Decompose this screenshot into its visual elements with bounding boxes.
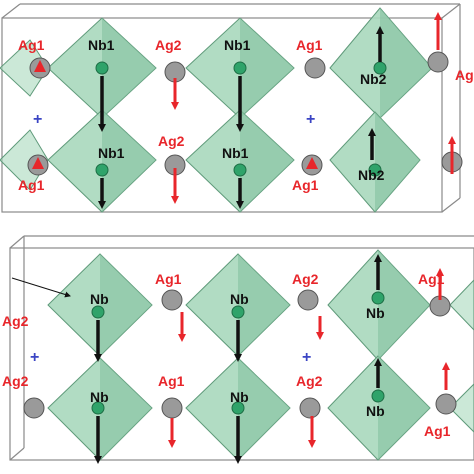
unit-cell-outline	[9, 235, 474, 461]
nb-atom	[233, 61, 247, 75]
nb-atom	[371, 291, 385, 305]
ag-label: Ag2	[158, 133, 185, 149]
ag-label: Ag1	[158, 373, 185, 389]
nb-label: Nb	[366, 403, 385, 419]
ag-label: Ag1	[292, 177, 319, 193]
ag-label: Ag2	[2, 373, 29, 389]
ag-labels: Ag1 Ag2 Ag1 Ag2 Ag2 Ag1 Ag2 Ag1	[2, 271, 451, 439]
octahedron	[449, 383, 474, 433]
nb-atom	[368, 163, 382, 177]
red-triangle-up	[32, 157, 44, 169]
nb-atoms	[95, 61, 387, 177]
ag-atom	[299, 397, 321, 419]
ag-label: Ag1	[18, 37, 45, 53]
nb-label: Nb	[366, 305, 385, 321]
ag-label: Ag	[455, 67, 474, 83]
polarization-arrows	[11, 254, 450, 464]
ag-atom	[304, 57, 326, 79]
nb-labels: Nb Nb Nb Nb Nb Nb	[90, 291, 385, 419]
ag-label: Ag1	[418, 271, 445, 287]
ag-label: Ag2	[2, 313, 29, 329]
top-panel: Ag1 Ag2 Ag1 Ag Ag2 Ag1 Ag1 Nb1 Nb1 Nb2 N…	[0, 3, 474, 213]
bottom-panel: Ag1 Ag2 Ag1 Ag2 Ag2 Ag1 Ag2 Ag1 Nb Nb Nb…	[2, 235, 474, 464]
ag-label: Ag1	[424, 423, 451, 439]
plus-marker: +	[33, 111, 42, 128]
red-triangle-up	[306, 157, 318, 169]
ag-atoms	[23, 289, 457, 419]
nb-atom	[91, 305, 105, 319]
nb-label: Nb	[90, 291, 109, 307]
nb-atom	[95, 163, 109, 177]
nb-atom	[371, 389, 385, 403]
octahedra-shading	[102, 8, 432, 212]
nb-atom	[91, 401, 105, 415]
polarization-arrows	[32, 12, 456, 209]
ag-labels: Ag1 Ag2 Ag1 Ag Ag2 Ag1 Ag1	[18, 37, 474, 193]
nb-atom	[95, 61, 109, 75]
nb-labels: Nb1 Nb1 Nb2 Nb1 Nb1 Nb2	[88, 37, 387, 183]
ag-label: Ag1	[155, 271, 182, 287]
nb-label: Nb	[230, 389, 249, 405]
plus-marker: +	[30, 349, 39, 366]
pointer-line	[11, 277, 71, 298]
plus-marker: +	[302, 349, 311, 366]
ag-atom	[427, 51, 449, 73]
red-triangle-up	[34, 60, 46, 72]
nb-label: Nb	[90, 389, 109, 405]
nb-label: Nb2	[358, 167, 385, 183]
nb-label: Nb1	[224, 37, 251, 53]
nb-atoms	[91, 291, 385, 415]
nb-label: Nb1	[88, 37, 115, 53]
ag-atom	[161, 397, 183, 419]
plus-markers: + +	[33, 111, 315, 128]
ag-atom	[161, 289, 183, 311]
ag-label: Ag2	[155, 37, 182, 53]
octahedron	[449, 279, 474, 331]
ag-atom	[297, 289, 319, 311]
plus-markers: + +	[30, 349, 311, 366]
ag-label: Ag1	[296, 37, 323, 53]
nb-atom	[231, 305, 245, 319]
nb-label: Nb	[230, 291, 249, 307]
nb-atom	[233, 163, 247, 177]
ag-label: Ag2	[296, 373, 323, 389]
nb-label: Nb2	[360, 71, 387, 87]
nb-atom	[231, 401, 245, 415]
ag-atom	[23, 397, 45, 419]
ag-atom	[435, 393, 457, 415]
plus-marker: +	[306, 111, 315, 128]
ag-label: Ag2	[292, 271, 319, 287]
ag-label: Ag1	[18, 177, 45, 193]
nb-label: Nb1	[222, 145, 249, 161]
nb-label: Nb1	[98, 145, 125, 161]
octahedra-shading	[100, 250, 430, 460]
